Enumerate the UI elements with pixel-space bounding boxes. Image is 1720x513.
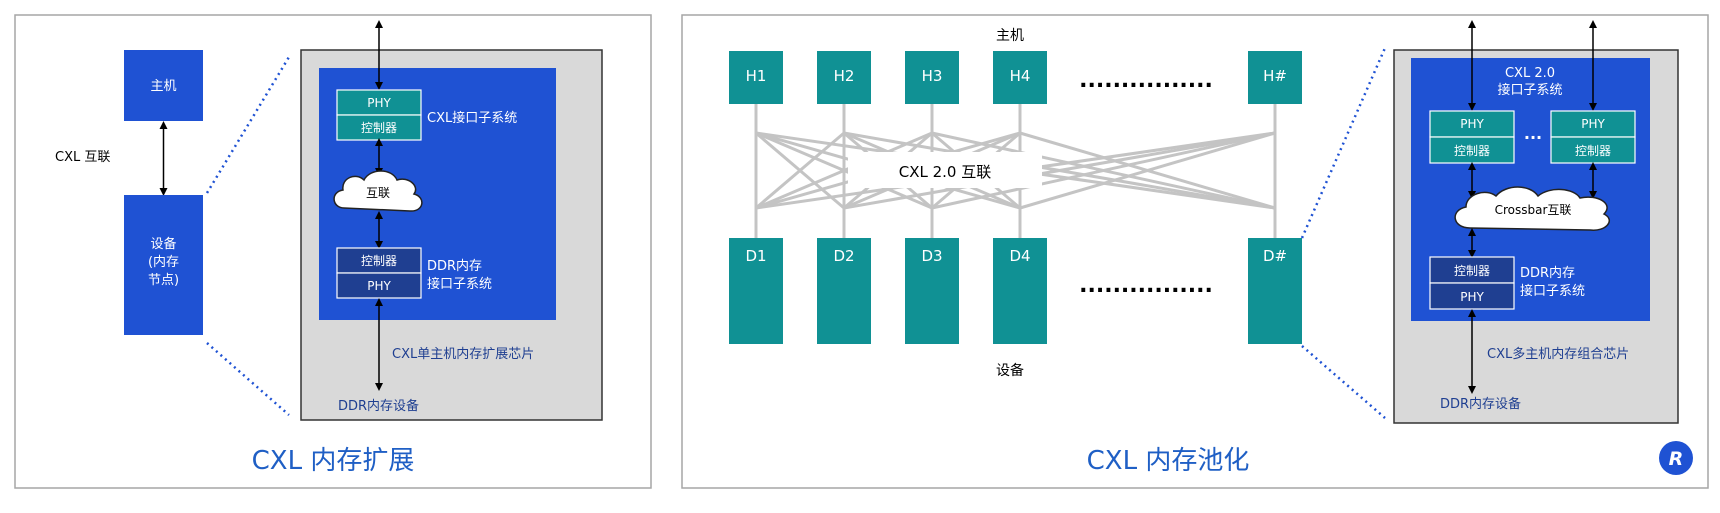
cxl2-label-1: CXL 2.0 — [1505, 66, 1555, 81]
ddr-phy-label: PHY — [367, 279, 391, 293]
pool-ddr-ctrl-box — [1429, 256, 1515, 284]
pool-ddr-phy-label: PHY — [1460, 290, 1484, 304]
ports-ellipsis: ··· — [1524, 128, 1542, 147]
cxl-interconnect-label: CXL 互联 — [55, 150, 110, 165]
pool-zoom-line-top — [1300, 47, 1387, 239]
hosts-title: 主机 — [996, 28, 1024, 44]
zoom-line-top — [205, 56, 291, 194]
devices-ellipsis: ................ — [1079, 273, 1213, 298]
cxl-phy-label: PHY — [367, 96, 391, 110]
ddr-controller-label: 控制器 — [361, 254, 397, 268]
pool-phy-left-box — [1429, 110, 1515, 138]
pool-phy-right-label: PHY — [1581, 117, 1605, 131]
pool-ddr-subsystem-1: DDR内存 — [1520, 265, 1575, 281]
fabric-link — [931, 131, 1276, 210]
device-node-label: D1 — [745, 247, 766, 265]
device-label-3: 节点) — [148, 273, 179, 288]
interconnect-cloud — [333, 170, 423, 212]
host-node-label: H2 — [834, 67, 855, 85]
pool-ddr-device-label: DDR内存设备 — [1440, 396, 1521, 412]
pool-ctrl-right-label: 控制器 — [1575, 144, 1611, 158]
device-node — [993, 238, 1047, 344]
crossbar-label: Crossbar互联 — [1495, 203, 1572, 217]
ddr-phy-box — [336, 272, 422, 299]
host-box — [124, 50, 203, 121]
pool-ctrl-right-box — [1550, 136, 1636, 164]
host-label: 主机 — [150, 79, 176, 94]
pool-ddr-ctrl-label: 控制器 — [1454, 264, 1490, 278]
pool-ctrl-left-box — [1429, 136, 1515, 164]
right-caption: CXL 内存池化 — [1087, 446, 1250, 476]
cxl-controller-label: 控制器 — [361, 121, 397, 135]
devices-title: 设备 — [996, 362, 1024, 379]
host-node-label: H1 — [746, 67, 767, 85]
cloud-label: 互联 — [366, 186, 390, 200]
crossbar-cloud — [1454, 186, 1610, 231]
left-caption: CXL 内存扩展 — [252, 446, 415, 476]
device-box — [124, 195, 203, 335]
device-node-label: D# — [1263, 247, 1287, 265]
cxl-phy-box — [336, 89, 422, 116]
fabric-link — [755, 131, 845, 210]
cxl-controller-box — [336, 114, 422, 141]
pool-ctrl-left-label: 控制器 — [1454, 144, 1490, 158]
ddr-device-label: DDR内存设备 — [338, 398, 419, 414]
ddr-subsystem-label-1: DDR内存 — [427, 258, 482, 274]
device-node — [1248, 238, 1302, 344]
expansion-chip-label: CXL单主机内存扩展芯片 — [392, 346, 534, 362]
pooling-chip-label: CXL多主机内存组合芯片 — [1487, 346, 1629, 362]
device-node-label: D3 — [921, 247, 942, 265]
cxl2-label-2: 接口子系统 — [1497, 82, 1562, 98]
fabric-label-bg — [848, 152, 1042, 188]
device-label-1: 设备 — [150, 236, 176, 252]
fabric-link — [755, 131, 933, 210]
brand-logo-letter: R — [1669, 448, 1684, 470]
host-node-label: H4 — [1010, 67, 1031, 85]
device-node — [729, 238, 783, 344]
fabric-link — [843, 131, 1276, 210]
pool-phy-right-box — [1550, 110, 1636, 138]
pool-ddr-phy-box — [1429, 282, 1515, 310]
ddr-subsystem-label-2: 接口子系统 — [427, 276, 492, 292]
device-node-label: D2 — [833, 247, 854, 265]
hosts-ellipsis: ................ — [1079, 68, 1213, 93]
fabric-label: CXL 2.0 互联 — [899, 163, 992, 181]
device-label-2: (内存 — [148, 254, 179, 270]
device-node-label: D4 — [1009, 247, 1030, 265]
cxl-subsystem-label: CXL接口子系统 — [427, 110, 517, 126]
device-node — [905, 238, 959, 344]
host-node — [993, 51, 1047, 104]
zoom-line-bottom — [206, 342, 290, 416]
brand-logo-icon — [1659, 441, 1693, 475]
host-node-label: H3 — [922, 67, 943, 85]
pool-zoom-line-bottom — [1301, 345, 1386, 419]
host-node — [817, 51, 871, 104]
host-node — [1248, 51, 1302, 104]
fabric-link — [1019, 131, 1276, 210]
pool-ddr-subsystem-2: 接口子系统 — [1520, 283, 1585, 299]
host-node-label: H# — [1263, 67, 1287, 85]
host-node — [729, 51, 783, 104]
device-node — [817, 238, 871, 344]
pool-phy-left-label: PHY — [1460, 117, 1484, 131]
host-node — [905, 51, 959, 104]
